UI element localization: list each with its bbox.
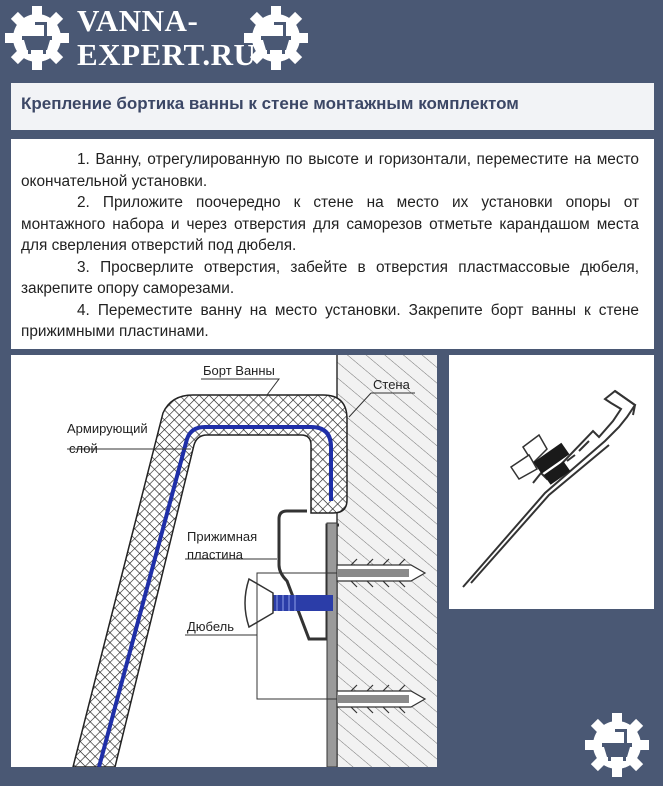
step-4: 4. Переместите ванну на место установки.… [21,301,639,341]
wing-nut-detail [509,433,571,485]
title-bar: Крепление бортика ванны к стене монтажны… [11,83,654,130]
label-dowel: Дюбель [187,619,234,634]
gear-bathtub-icon [5,6,69,70]
gear-bathtub-icon [585,713,649,777]
dowel-upper [336,558,427,588]
cross-section-diagram: Борт Ванны Стена Армирующий слой Прижимн… [11,355,437,768]
logo-line-2: EXPERT.RU [77,37,257,72]
page-title: Крепление бортика ванны к стене монтажны… [21,94,519,113]
site-header: VANNA- EXPERT.RU [0,0,663,80]
wing-nut [244,577,274,629]
bracket-detail-diagram [449,355,654,609]
reinforcing-layer [97,425,333,768]
instructions-box: 1. Ванну, отрегулированную по высоте и г… [11,139,654,349]
label-bath-rim: Борт Ванны [203,363,275,378]
bracket-hook [614,390,637,416]
label-clamp-2: пластина [187,547,244,562]
dowel-lower [336,684,427,714]
label-clamp-1: Прижимная [187,529,257,544]
step-3: 3. Просверлите отверстия, забейте в отве… [21,258,639,298]
bracket-outline [462,389,637,588]
label-wall: Стена [373,377,411,392]
clamp-plate [277,509,339,641]
bath-rim-shell [72,394,348,768]
gear-bathtub-icon [244,6,308,70]
bracket-inner [470,440,610,584]
support-bar [326,522,338,768]
leader-bath-rim [201,378,280,396]
logo-line-1: VANNA- [77,3,199,38]
step-1: 1. Ванну, отрегулированную по высоте и г… [21,151,639,190]
leader-wall-diag [348,392,372,418]
bolt [261,595,333,611]
label-reinforcing-2: слой [69,441,98,456]
label-reinforcing-1: Армирующий [67,421,148,436]
site-logo-text[interactable]: VANNA- EXPERT.RU [77,4,256,72]
step-2: 2. Приложите поочередно к стене на место… [21,194,639,254]
leader-dowel-2 [256,635,337,700]
